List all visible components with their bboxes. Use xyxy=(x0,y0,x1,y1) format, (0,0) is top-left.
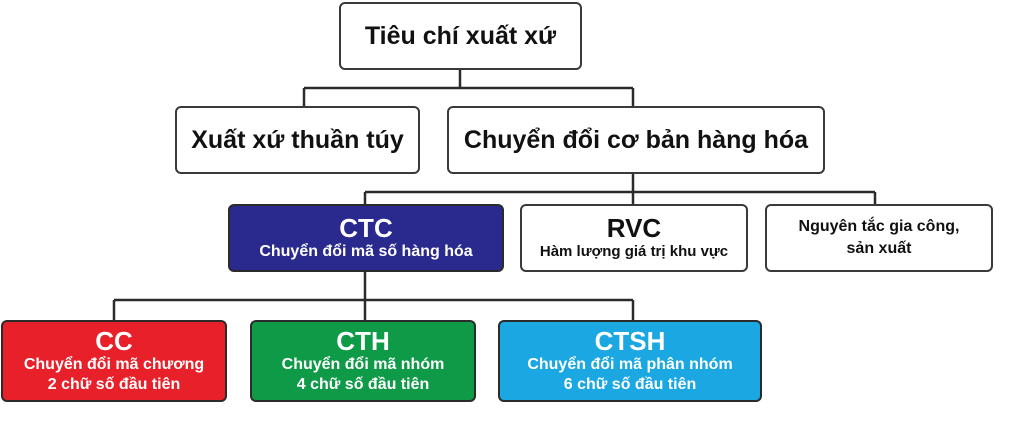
node-ctsh: CTSH Chuyển đổi mã phân nhóm 6 chữ số đầ… xyxy=(498,320,762,402)
node-ctc: CTC Chuyển đổi mã số hàng hóa xyxy=(228,204,504,272)
node-rvc-code: RVC xyxy=(606,213,662,243)
node-origin-criteria: Tiêu chí xuất xứ xyxy=(339,2,582,70)
node-wholly-obtained: Xuất xứ thuần túy xyxy=(175,106,420,174)
node-ctsh-code: CTSH xyxy=(594,326,666,356)
node-cc: CC Chuyển đổi mã chương 2 chữ số đầu tiê… xyxy=(1,320,227,402)
node-cc-code: CC xyxy=(95,326,133,356)
node-processing-rule-line2: sản xuất xyxy=(846,240,912,257)
node-processing-rule-line1: Nguyên tắc gia công, xyxy=(798,218,960,235)
node-substantial-transformation-label: Chuyển đổi cơ bản hàng hóa xyxy=(463,125,809,154)
node-cth-line2: 4 chữ số đầu tiên xyxy=(296,376,430,393)
node-cth-line1: Chuyển đổi mã nhóm xyxy=(281,356,445,373)
node-ctsh-line2: 6 chữ số đầu tiên xyxy=(563,376,697,393)
node-ctc-code: CTC xyxy=(339,213,393,243)
node-cc-line2: 2 chữ số đầu tiên xyxy=(47,376,181,393)
node-ctc-desc: Chuyển đổi mã số hàng hóa xyxy=(259,243,473,260)
node-substantial-transformation: Chuyển đổi cơ bản hàng hóa xyxy=(447,106,825,174)
node-cc-line1: Chuyển đổi mã chương xyxy=(23,356,205,373)
node-origin-criteria-label: Tiêu chí xuất xứ xyxy=(364,21,557,50)
node-cth: CTH Chuyển đổi mã nhóm 4 chữ số đầu tiên xyxy=(250,320,476,402)
node-cth-code: CTH xyxy=(336,326,390,356)
node-processing-rule: Nguyên tắc gia công, sản xuất xyxy=(765,204,993,272)
node-rvc-desc: Hàm lượng giá trị khu vực xyxy=(539,243,729,260)
node-ctsh-line1: Chuyển đổi mã phân nhóm xyxy=(527,356,733,373)
node-rvc: RVC Hàm lượng giá trị khu vực xyxy=(520,204,748,272)
node-wholly-obtained-label: Xuất xứ thuần túy xyxy=(191,125,404,154)
